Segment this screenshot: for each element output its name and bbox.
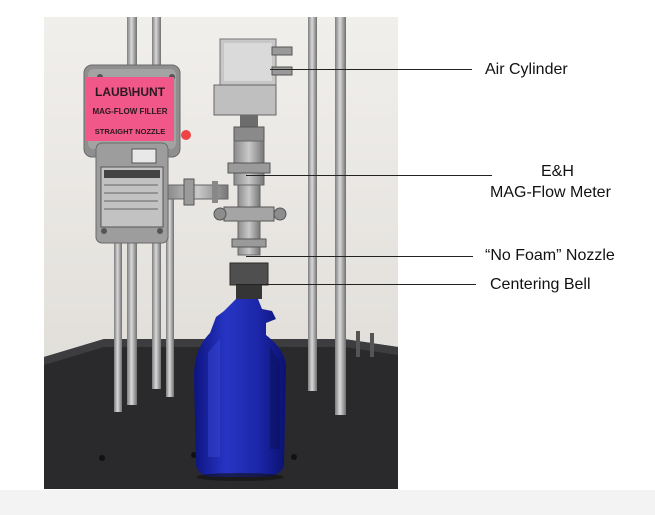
callout-mag-flow-meter: MAG-Flow Meter [490,184,611,201]
leader-centering-bell [236,284,476,285]
filler-photo-drawing: LAUB\HUNT MAG-FLOW FILLER STRAIGHT NOZZL… [44,17,398,489]
page-bottom-band [0,490,655,515]
leader-nozzle [246,256,473,257]
sticker-line-3: STRAIGHT NOZZLE [95,127,165,136]
leader-flow-meter [246,175,492,176]
callout-eh: E&H [541,163,574,180]
sticker-line-1: LAUB\HUNT [95,85,166,99]
leader-air-cylinder [270,69,472,70]
callout-centering-bell: Centering Bell [490,276,591,293]
callout-no-foam-nozzle: “No Foam” Nozzle [485,247,615,264]
filler-photo: LAUB\HUNT MAG-FLOW FILLER STRAIGHT NOZZL… [44,17,398,489]
callout-air-cylinder: Air Cylinder [485,61,568,78]
sticker-line-2: MAG-FLOW FILLER [92,107,167,116]
